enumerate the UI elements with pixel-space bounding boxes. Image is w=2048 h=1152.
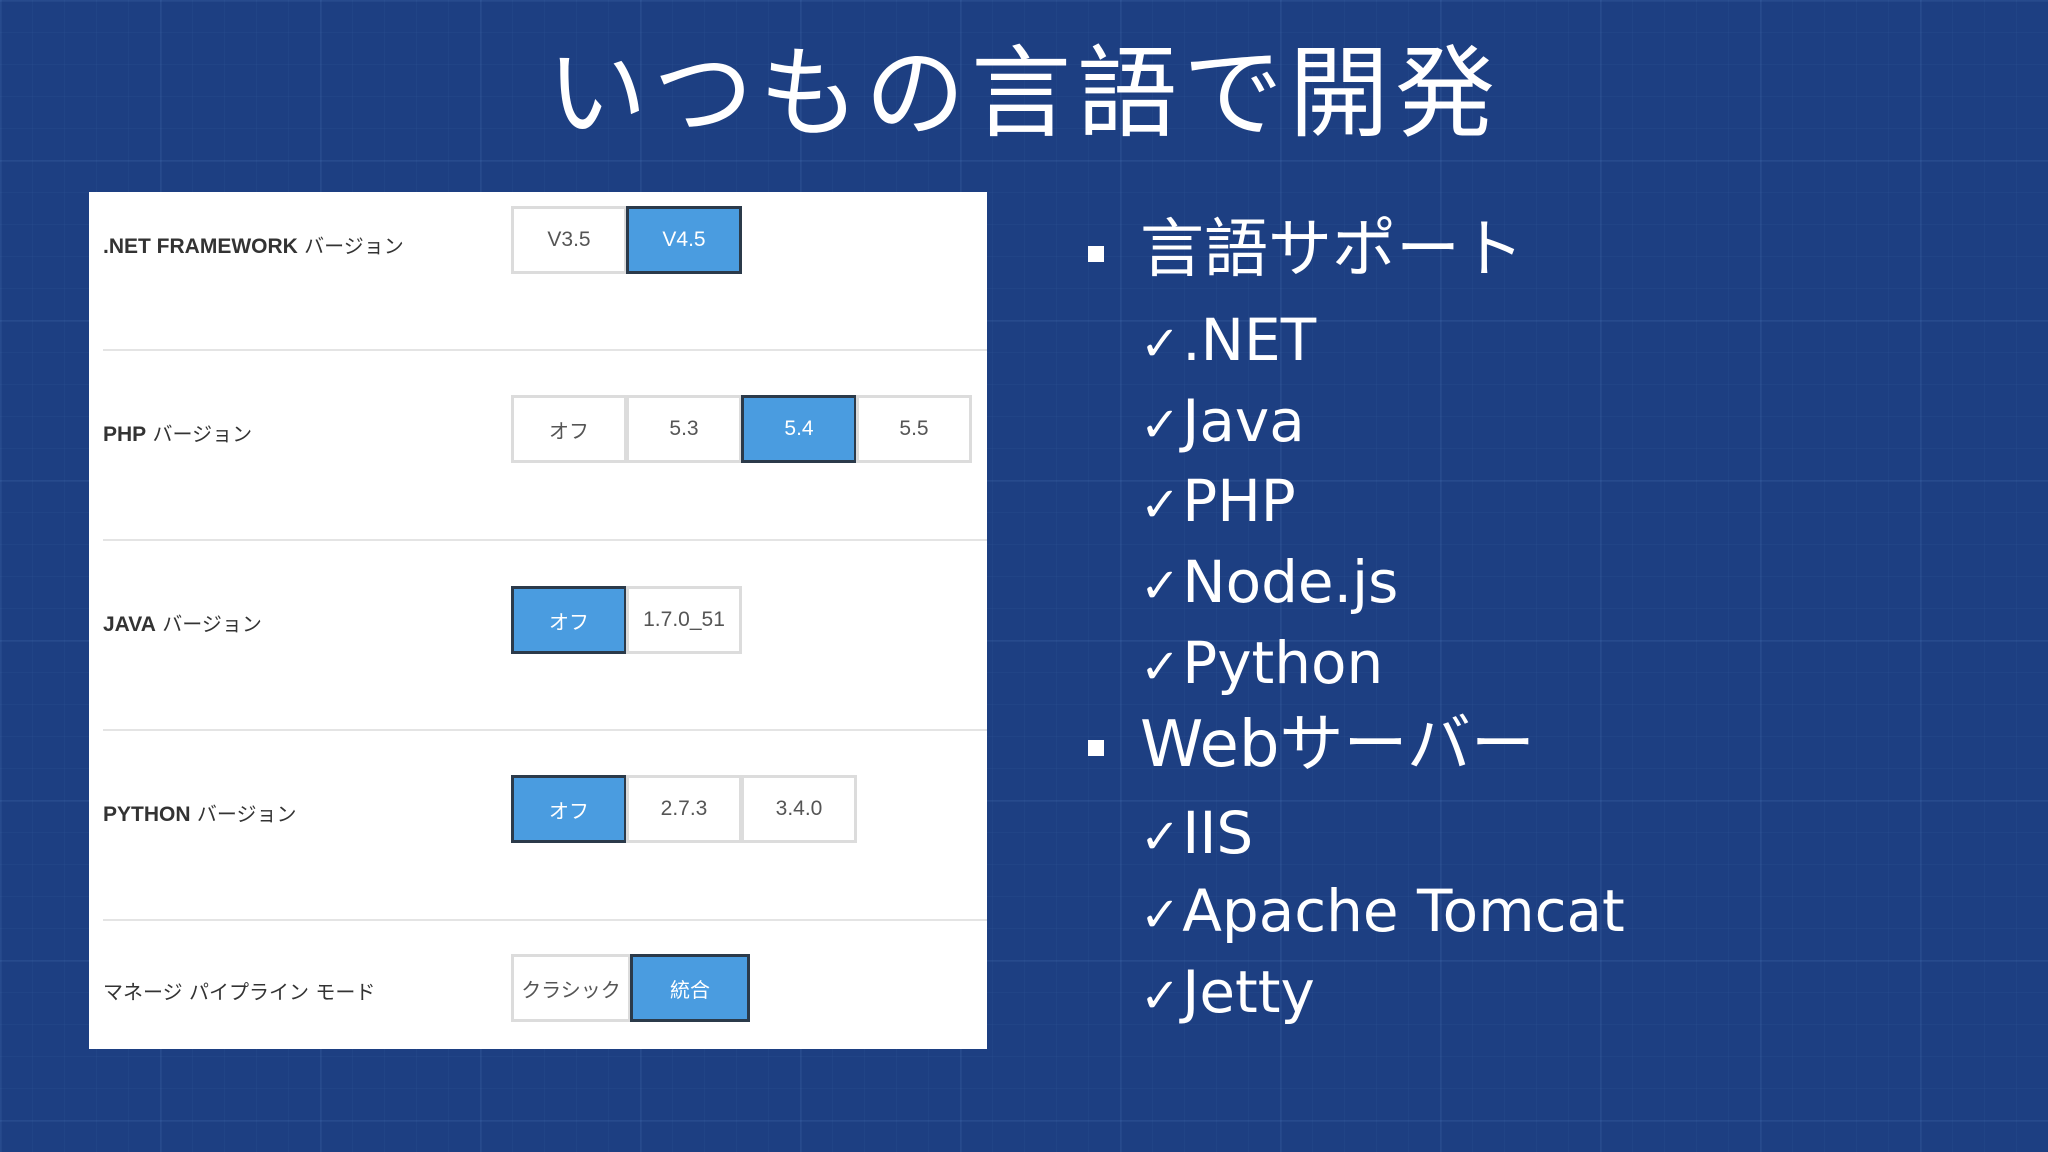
python-option-off[interactable]: オフ xyxy=(511,775,627,843)
languages-heading: 言語サポート xyxy=(1140,213,1524,287)
divider xyxy=(103,919,987,921)
slide-title: いつもの言語で開発 xyxy=(547,35,1501,152)
divider xyxy=(103,539,987,541)
net-option-v45[interactable]: V4.5 xyxy=(626,206,742,274)
java-toggle: オフ 1.7.0_51 xyxy=(511,586,742,654)
check-icon: ✓ xyxy=(1140,968,1181,1024)
pipeline-label: マネージ パイプライン モード xyxy=(103,980,376,1004)
php-setting: PHP バージョン オフ 5.3 5.4 5.5 xyxy=(103,382,987,572)
language-item: ✓PHP xyxy=(1140,467,1296,535)
language-item: ✓Node.js xyxy=(1140,548,1399,616)
divider xyxy=(103,729,987,731)
check-icon: ✓ xyxy=(1140,639,1181,695)
java-option-off[interactable]: オフ xyxy=(511,586,627,654)
php-label: PHP バージョン xyxy=(103,422,253,446)
server-item: ✓Apache Tomcat xyxy=(1140,877,1625,945)
server-item: ✓IIS xyxy=(1140,799,1254,867)
check-icon: ✓ xyxy=(1140,397,1181,453)
pipeline-option-integrated[interactable]: 統合 xyxy=(630,954,750,1022)
language-item: ✓Java xyxy=(1140,387,1305,455)
net-framework-toggle: V3.5 V4.5 xyxy=(511,206,742,274)
java-setting: JAVA バージョン オフ 1.7.0_51 xyxy=(103,572,987,762)
python-toggle: オフ 2.7.3 3.4.0 xyxy=(511,775,857,843)
check-icon: ✓ xyxy=(1140,809,1181,865)
check-icon: ✓ xyxy=(1140,558,1181,614)
language-item: ✓.NET xyxy=(1140,306,1317,374)
java-label: JAVA バージョン xyxy=(103,612,262,636)
bullet-square xyxy=(1088,740,1104,756)
pipeline-option-classic[interactable]: クラシック xyxy=(511,954,631,1022)
check-icon: ✓ xyxy=(1140,316,1181,372)
net-framework-label: .NET FRAMEWORK バージョン xyxy=(103,234,404,258)
java-option-1-7-0-51[interactable]: 1.7.0_51 xyxy=(626,586,742,654)
bullet-square xyxy=(1088,246,1104,262)
net-option-v35[interactable]: V3.5 xyxy=(511,206,627,274)
python-label: PYTHON バージョン xyxy=(103,802,297,826)
server-item: ✓Jetty xyxy=(1140,958,1315,1026)
language-item: ✓Python xyxy=(1140,629,1384,697)
python-option-340[interactable]: 3.4.0 xyxy=(741,775,857,843)
pipeline-toggle: クラシック 統合 xyxy=(511,954,750,1022)
settings-panel: .NET FRAMEWORK バージョン V3.5 V4.5 PHP バージョン… xyxy=(89,192,987,1049)
php-option-55[interactable]: 5.5 xyxy=(856,395,972,463)
pipeline-setting: マネージ パイプライン モード クラシック 統合 xyxy=(103,952,987,1142)
php-option-53[interactable]: 5.3 xyxy=(626,395,742,463)
python-setting: PYTHON バージョン オフ 2.7.3 3.4.0 xyxy=(103,762,987,952)
divider xyxy=(103,349,987,351)
php-option-54[interactable]: 5.4 xyxy=(741,395,857,463)
net-framework-setting: .NET FRAMEWORK バージョン V3.5 V4.5 xyxy=(103,192,987,382)
php-toggle: オフ 5.3 5.4 5.5 xyxy=(511,395,972,463)
python-option-273[interactable]: 2.7.3 xyxy=(626,775,742,843)
check-icon: ✓ xyxy=(1140,887,1181,943)
php-option-off[interactable]: オフ xyxy=(511,395,627,463)
servers-heading: Webサーバー xyxy=(1140,708,1535,782)
check-icon: ✓ xyxy=(1140,477,1181,533)
